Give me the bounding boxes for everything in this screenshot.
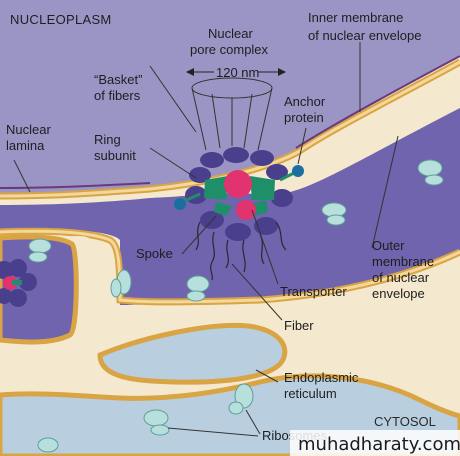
label-outer-2: membrane [372,254,434,269]
label-outer-3: of nuclear [372,270,430,285]
ribosome-icon [417,159,444,186]
label-anchor-2: protein [284,110,324,125]
ribosome-group [28,159,444,453]
ribosome-icon [110,269,132,298]
label-outer-4: envelope [372,286,425,301]
ribosome-icon [186,275,210,302]
lamina-line-right [295,55,460,149]
label-cytosol: CYTOSOL [374,414,436,429]
label-inner-2: of nuclear envelope [308,28,421,43]
leader-er [255,369,279,383]
label-er-2: reticulum [284,386,337,401]
label-nucleoplasm: NUCLEOPLASM [10,12,112,27]
leader-anchor [297,127,307,165]
label-size: 120 nm [216,65,259,80]
ribosome-icon [228,383,254,415]
transporter [224,170,256,220]
ribosome-icon [321,202,347,226]
label-basket-1: “Basket” [94,72,142,87]
ribosome-icon [143,409,170,436]
label-transporter: Transporter [280,284,347,299]
leader-ribosome-2 [167,427,259,437]
size-arrow [186,68,286,76]
leader-ribosome-1 [245,409,261,435]
basket-of-fibers [191,77,273,151]
label-ring-1: Ring [94,132,121,147]
leader-outer-membrane [371,135,399,249]
label-lamina-1: Nuclear [6,122,51,137]
label-lamina-2: lamina [6,138,45,153]
label-basket-2: of fibers [94,88,141,103]
ribosome-icon [37,437,59,453]
anchor-proteins [174,165,304,210]
leader-transporter [251,209,279,285]
leader-basket [149,65,197,133]
label-er-1: Endoplasmic [284,370,359,385]
label-anchor-1: Anchor [284,94,326,109]
label-outer-1: Outer [372,238,405,253]
outer-membrane-core [0,229,460,304]
label-pore-2: pore complex [190,42,269,57]
label-spoke: Spoke [136,246,173,261]
leader-lamina [13,159,31,193]
er-upper-lumen [97,322,288,385]
label-ring-2: subunit [94,148,136,163]
label-pore-1: Nuclear [208,26,253,41]
watermark-bg [290,430,460,456]
label-fiber: Fiber [284,318,314,333]
leader-ring [149,147,197,179]
label-inner-1: Inner membrane [308,10,403,25]
ribosome-icon [28,238,52,263]
nuclear-lamina-line [0,182,151,189]
watermark: muhadharaty.com [298,434,460,455]
leader-fiber [231,263,283,321]
leader-spoke [181,215,217,255]
pore-complex-left [0,259,37,307]
